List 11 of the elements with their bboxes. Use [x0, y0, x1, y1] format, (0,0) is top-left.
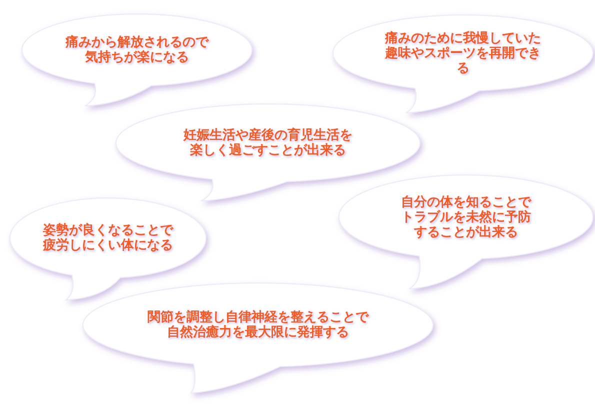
speech-bubble	[339, 175, 593, 289]
speech-bubble	[83, 283, 433, 393]
speech-bubble	[333, 15, 593, 113]
bubble-text: 関節を調整し自律神経を整えることで自然治癒力を最大限に発揮する	[146, 310, 370, 340]
bubble-text: 自分の体を知ることでトラブルを未然に予防することが出来る	[400, 194, 532, 240]
bubble-text: 痛みのために我慢していた趣味やスポーツを再開できる	[384, 30, 542, 76]
bubble-text: 痛みから解放されるので気持ちが楽になる	[64, 35, 210, 65]
bubble-text: 姿勢が良くなることで疲労しにくい体になる	[42, 223, 174, 253]
speech-bubble	[10, 198, 206, 300]
speech-bubble	[22, 14, 252, 106]
bubble-text: 妊娠生活や産後の育児生活を楽しく過ごすことが出来る	[182, 128, 354, 158]
